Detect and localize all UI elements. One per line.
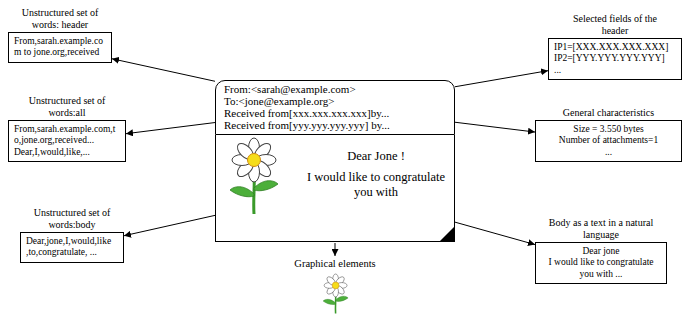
word-set-box: Unstructured set of words: headerFrom,sa… (8, 32, 112, 63)
box-text: Number of attachments=1 (541, 135, 676, 146)
box-text: Dear Jone ! (304, 149, 448, 164)
box-text: IP2=[YYY.YYY.YYY.YYY] (554, 53, 676, 64)
box-text: ... (554, 65, 676, 76)
extraction-arrow (124, 215, 215, 235)
extraction-arrow (455, 71, 548, 87)
extraction-arrow (455, 122, 535, 132)
field-box: Selected fields of the headerIP1=[XXX.XX… (548, 38, 682, 80)
box-text: Dear,jone,I,would,like ,to,congratulate,… (26, 236, 118, 259)
box-heading: Unstructured set of words: header (8, 7, 112, 30)
email-body-box: Dear Jone ! I would like to congratulate … (215, 135, 455, 242)
box-heading: Selected fields of the header (559, 13, 671, 36)
box-text: IP1=[XXX.XXX.XXX.XXX] (554, 42, 676, 53)
box-text: I would like to congratulate you with ..… (541, 257, 661, 280)
word-set-box: Unstructured set of words:allFrom,sarah.… (8, 120, 126, 162)
box-text: From:<sarah@example.com> (224, 83, 446, 95)
flower-picture (323, 274, 348, 314)
box-heading: Unstructured set of words:all (12, 95, 122, 118)
extraction-arrow (126, 123, 215, 134)
box-text: Received from[yyy.yyy.yyy.yyy] by... (224, 119, 446, 131)
extraction-arrow (455, 222, 535, 244)
box-text: Received from[xxx.xxx.xxx.xxx]by... (224, 107, 446, 119)
box-text: From,sarah.example.com,to,jone.org,recei… (14, 124, 120, 158)
email-header-box: From:<sarah@example.com>To:<jone@example… (215, 80, 455, 135)
box-text: To:<jone@example.org> (224, 95, 446, 107)
box-heading: Unstructured set of words:body (20, 207, 124, 230)
feature-box: General characteristicsSize = 3.550 byte… (535, 120, 682, 162)
word-set-box: Unstructured set of words:bodyDear,jone,… (20, 232, 124, 263)
box-text: Size = 3.550 bytes (541, 124, 676, 135)
box-text: ... (541, 147, 676, 158)
box-text: From,sarah.example.com to jone.org,recei… (14, 36, 106, 59)
extraction-arrow (112, 59, 215, 82)
corner-fold (440, 227, 454, 241)
flower-picture (230, 138, 278, 214)
box-text: I would like to congratulate you with (304, 170, 448, 200)
box-heading: General characteristics (535, 107, 682, 119)
box-text: Dear jone (541, 246, 661, 257)
figure-label: Graphical elements (275, 258, 395, 269)
graphics-arrow (335, 243, 336, 256)
box-heading: Body as a text in a natural language (541, 217, 661, 240)
text-box: Body as a text in a natural languageDear… (535, 242, 667, 284)
